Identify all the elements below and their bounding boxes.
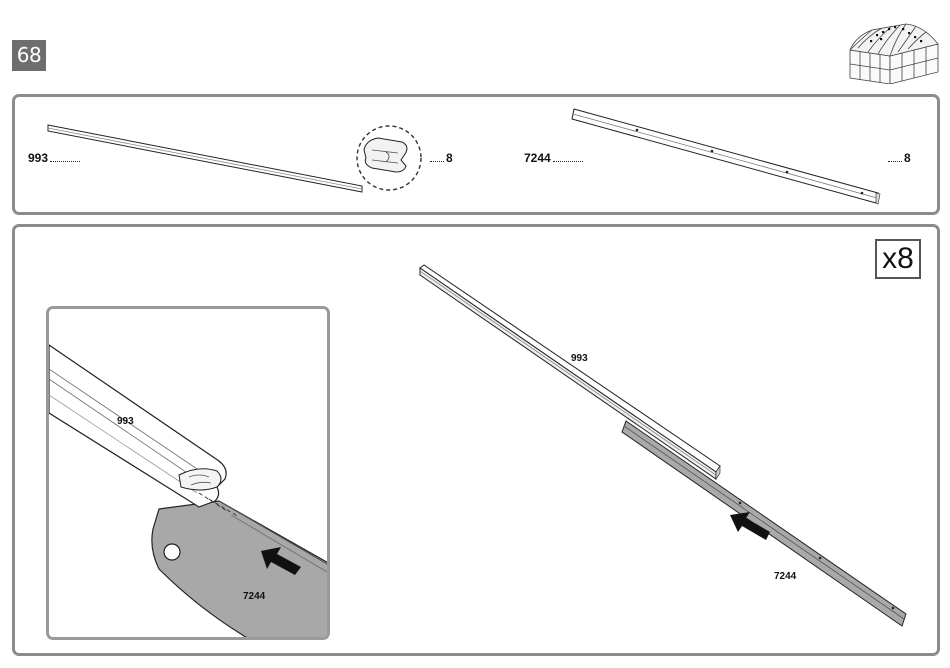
- detail-label-7244: 7244: [243, 591, 266, 602]
- assembly-993-profile: [420, 265, 720, 479]
- detail-7244-bar: [152, 501, 327, 637]
- assembly-7244-bar: [622, 421, 906, 626]
- detail-inset-panel: 993 7244: [46, 306, 330, 640]
- detail-993-profile: [49, 345, 226, 507]
- assembly-label-7244: 7244: [774, 571, 797, 582]
- assembly-label-993: 993: [571, 353, 588, 364]
- detail-illustration: 993 7244: [49, 309, 327, 637]
- detail-label-993: 993: [117, 416, 134, 427]
